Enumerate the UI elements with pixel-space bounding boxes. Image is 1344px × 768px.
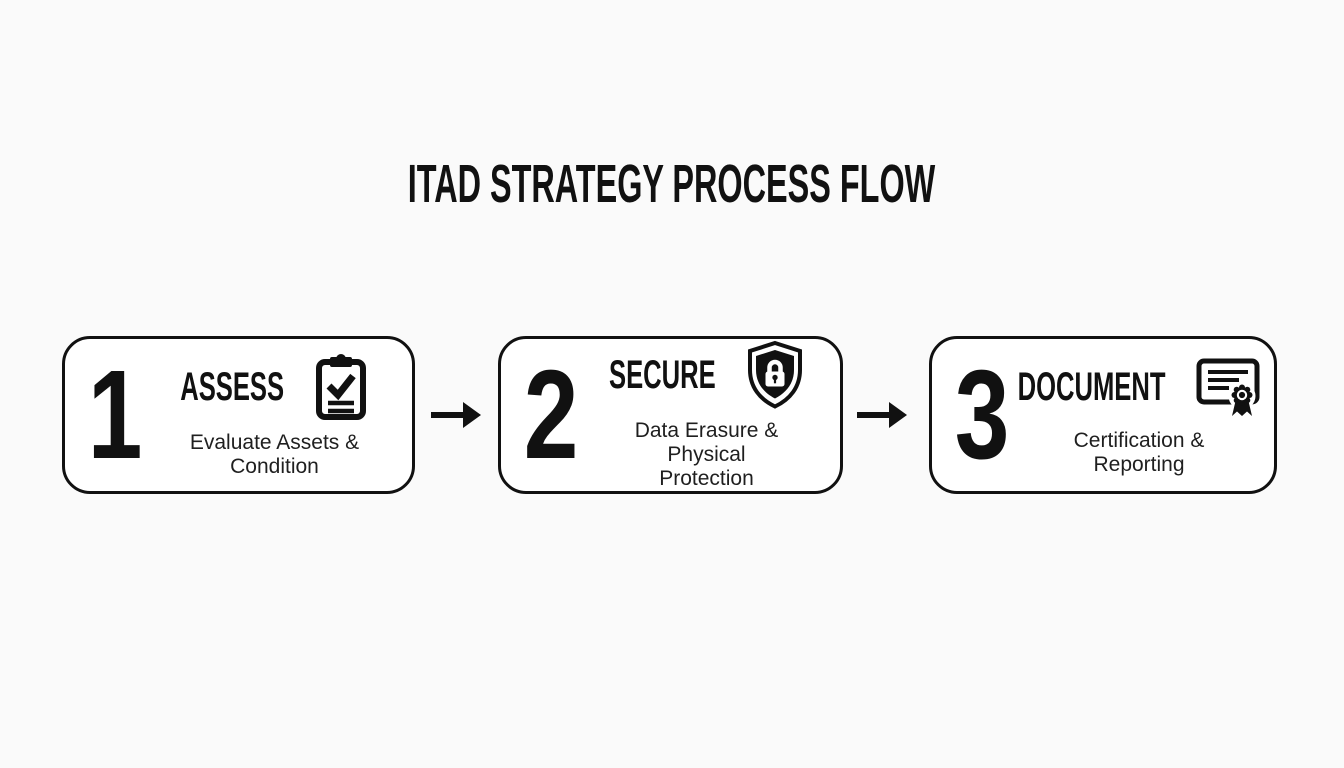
step-subtitle: Data Erasure & Physical Protection: [634, 418, 779, 490]
arrow-right-icon: [856, 398, 908, 432]
certificate-award-icon: [1196, 354, 1260, 420]
step-content: SECURE Data Erasure & Physical Protectio…: [595, 339, 840, 491]
step-title: SECURE: [609, 352, 716, 397]
page-title: ITAD STRATEGY PROCESS FLOW: [0, 157, 1344, 211]
step-box-document: 3 DOCUMENT: [929, 336, 1277, 494]
step-header: DOCUMENT: [1018, 354, 1260, 420]
step-header: SECURE: [609, 340, 804, 410]
step-title: DOCUMENT: [1018, 364, 1166, 409]
step-number: 3: [954, 344, 1010, 485]
step-content: ASSESS Evaluate Assets & Condition: [159, 339, 412, 491]
step-subtitle: Evaluate Assets & Condition: [189, 430, 360, 478]
step-number: 2: [523, 344, 579, 485]
step-box-secure: 2 SECURE Data Erasure & Physical Protect…: [498, 336, 843, 494]
arrow-right-icon: [430, 398, 482, 432]
step-number-zone: 2: [507, 339, 595, 491]
step-subtitle: Certification & Reporting: [1073, 428, 1205, 476]
step-number: 1: [87, 344, 143, 485]
step-content: DOCUMENT: [1018, 339, 1274, 491]
shield-lock-icon: [746, 340, 804, 410]
step-number-zone: 3: [938, 339, 1026, 491]
clipboard-check-icon: [314, 352, 368, 422]
page-title-text: ITAD STRATEGY PROCESS FLOW: [408, 154, 936, 214]
step-number-zone: 1: [71, 339, 159, 491]
step-title: ASSESS: [180, 364, 285, 409]
step-box-assess: 1 ASSESS Evaluate Assets & Condition: [62, 336, 415, 494]
step-header: ASSESS: [181, 352, 369, 422]
